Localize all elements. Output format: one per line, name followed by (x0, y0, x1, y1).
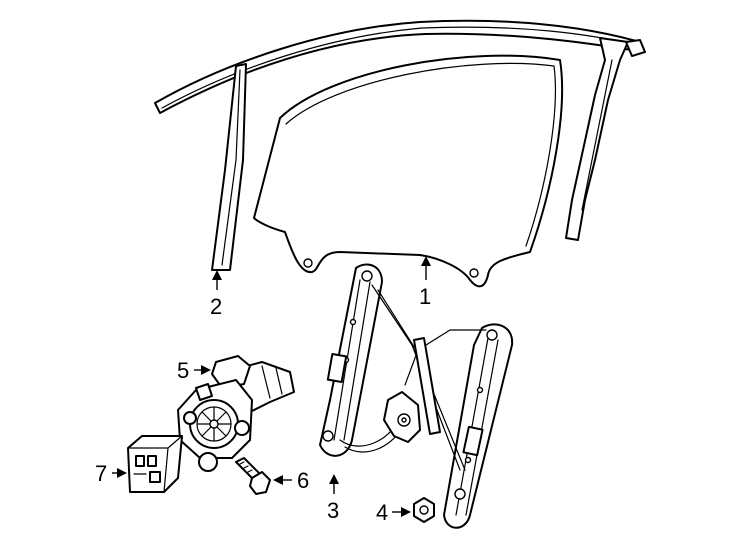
callout-3: 3 (327, 498, 339, 523)
door-frame-seal (154, 19, 646, 241)
callout-4: 4 (376, 500, 388, 525)
callout-6: 6 (297, 468, 309, 493)
mounting-bolt (235, 457, 271, 495)
callout-5: 5 (177, 358, 189, 383)
hex-nut (413, 497, 435, 523)
door-glass (253, 54, 564, 288)
callout-7: 7 (95, 461, 107, 486)
control-module (127, 435, 183, 493)
front-run-channel (211, 63, 247, 271)
window-motor (177, 355, 295, 472)
window-regulator (319, 263, 514, 529)
callout-2: 2 (210, 294, 222, 319)
leader-lines (112, 256, 431, 517)
callout-1: 1 (419, 284, 431, 309)
